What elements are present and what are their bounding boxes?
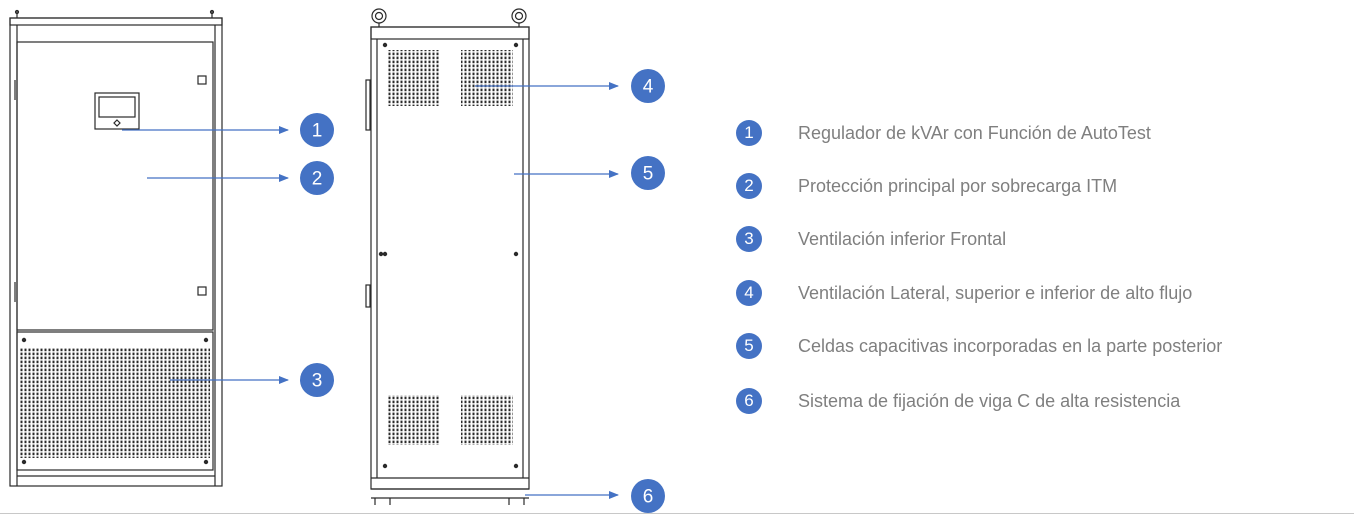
legend-label: Sistema de fijación de viga C de alta re… [798, 390, 1181, 411]
legend-badge: 5 [736, 333, 762, 359]
callout-arrows [122, 82, 619, 499]
callout-number: 3 [312, 371, 323, 392]
callout-number: 2 [312, 169, 323, 190]
legend-item-2: 2 Protección principal por sobrecarga IT… [736, 171, 1346, 201]
legend-item-1: 1 Regulador de kVAr con Función de AutoT… [736, 118, 1346, 148]
legend-label: Regulador de kVAr con Función de AutoTes… [798, 122, 1151, 143]
legend-label: Ventilación inferior Frontal [798, 228, 1007, 249]
legend-badge: 4 [736, 280, 762, 306]
legend-label: Celdas capacitivas incorporadas en la pa… [798, 335, 1223, 356]
callout-number: 1 [312, 121, 323, 142]
callout-badge-4: 4 [631, 69, 665, 103]
legend-item-3: 3 Ventilación inferior Frontal [736, 224, 1346, 254]
legend-item-4: 4 Ventilación Lateral, superior e inferi… [736, 278, 1346, 308]
legend-badge: 2 [736, 173, 762, 199]
legend-item-5: 5 Celdas capacitivas incorporadas en la … [736, 331, 1346, 361]
legend-badge: 1 [736, 120, 762, 146]
bottom-divider [0, 513, 1354, 514]
legend-item-6: 6 Sistema de fijación de viga C de alta … [736, 386, 1346, 416]
front-cabinet [9, 9, 223, 487]
callout-number: 4 [643, 77, 654, 98]
side-cabinet [365, 8, 530, 505]
callout-badge-1: 1 [300, 113, 334, 147]
legend-badge: 6 [736, 388, 762, 414]
callout-badge-3: 3 [300, 363, 334, 397]
callout-badge-5: 5 [631, 156, 665, 190]
callout-badge-2: 2 [300, 161, 334, 195]
callout-badge-6: 6 [631, 479, 665, 513]
callout-number: 5 [643, 164, 654, 185]
legend-label: Ventilación Lateral, superior e inferior… [798, 282, 1193, 303]
callout-number: 6 [643, 487, 654, 508]
legend-label: Protección principal por sobrecarga ITM [798, 175, 1118, 196]
legend-badge: 3 [736, 226, 762, 252]
